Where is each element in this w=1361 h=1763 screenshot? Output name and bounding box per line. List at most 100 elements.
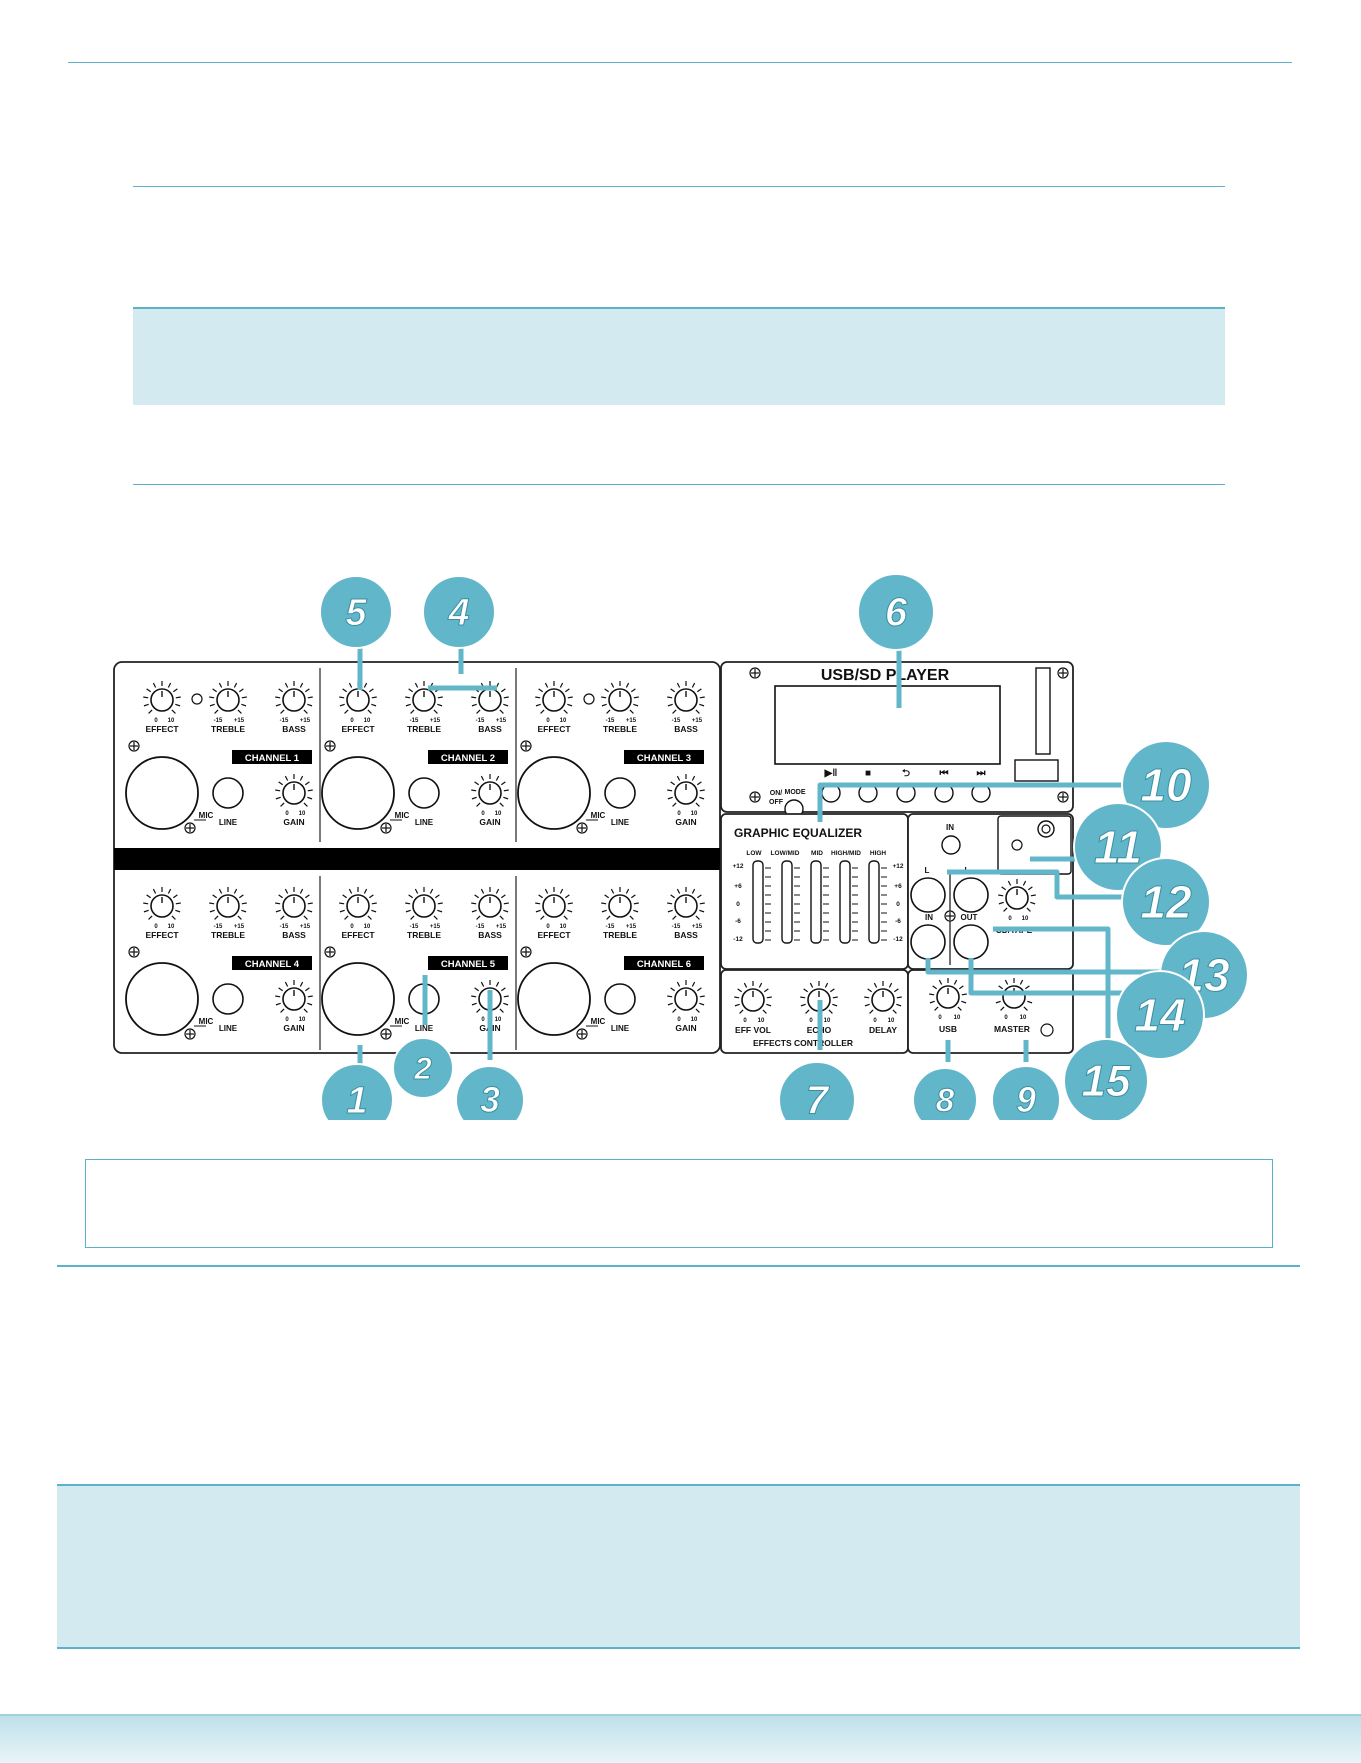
knob-tick (307, 995, 313, 998)
effect-knob[interactable] (339, 887, 377, 920)
effect-knob-body (150, 688, 174, 712)
treble-knob[interactable] (405, 887, 443, 920)
bass-knob[interactable] (471, 887, 509, 920)
eq-slider-2[interactable] (781, 860, 793, 944)
eq-slider-1[interactable] (752, 860, 764, 944)
rca-out-r[interactable] (953, 924, 989, 960)
knob-tick (564, 688, 570, 693)
treble-knob-body (412, 688, 436, 712)
scale-label: 0 (285, 1017, 289, 1023)
knob-tick (743, 982, 748, 988)
knob-tick (559, 888, 564, 894)
knob-tick (1007, 880, 1012, 886)
knob-tick (633, 902, 639, 905)
callout-6: 6 (857, 573, 935, 651)
l-label: L (925, 866, 930, 875)
rca-in-r[interactable] (910, 924, 946, 960)
effect-knob[interactable] (339, 681, 377, 714)
knob-tick (474, 894, 480, 899)
screw-icon (520, 740, 532, 752)
treble-knob[interactable] (209, 887, 247, 920)
knob-tick (146, 688, 152, 693)
scale-label: 0 (938, 1015, 942, 1021)
knob-tick (604, 688, 610, 693)
effect-knob[interactable] (143, 887, 181, 920)
screw-icon (944, 910, 956, 922)
eff-vol-knob-body (741, 988, 765, 1012)
eq-band-label: MID (811, 850, 823, 857)
gain-knob[interactable] (275, 774, 313, 807)
knob-tick (275, 902, 281, 905)
bass-knob[interactable] (471, 681, 509, 714)
callout-bubble (912, 1067, 978, 1120)
delay-knob-body (871, 988, 895, 1012)
knob-tick (695, 915, 700, 920)
treble-knob[interactable] (405, 681, 443, 714)
gain-knob[interactable] (667, 774, 705, 807)
scale-label: 10 (168, 718, 175, 724)
knob-tick (175, 703, 181, 707)
knob-tick (175, 696, 181, 699)
treble-knob[interactable] (601, 681, 639, 714)
gain-knob[interactable] (471, 774, 509, 807)
effect-knob[interactable] (143, 681, 181, 714)
scale-label: 10 (691, 1017, 698, 1023)
callout-bubble (1121, 857, 1211, 947)
knob-tick (832, 1003, 838, 1007)
knob-tick (535, 902, 541, 905)
gain-knob[interactable] (667, 980, 705, 1013)
effect-knob-body (542, 894, 566, 918)
play-pause-icon: ▶‖ (824, 768, 838, 779)
leader-11-12 (947, 869, 1132, 900)
usb-volume-knob[interactable] (929, 978, 967, 1011)
in-jack[interactable] (941, 835, 961, 855)
delay-knob[interactable] (864, 981, 902, 1014)
knob-tick (433, 915, 438, 920)
gain-knob[interactable] (275, 980, 313, 1013)
knob-tick (471, 995, 477, 998)
eq-band-label: LOW (746, 850, 762, 857)
knob-tick (667, 1002, 673, 1006)
knob-tick (143, 696, 149, 699)
previous-icon: ⏮ (940, 768, 949, 779)
cd-tape-knob[interactable] (998, 879, 1036, 912)
next-icon: ⏭ (977, 768, 986, 779)
bass-knob[interactable] (667, 681, 705, 714)
effect-label: EFFECT (145, 724, 179, 734)
bass-knob[interactable] (667, 887, 705, 920)
bass-knob[interactable] (275, 681, 313, 714)
knob-tick (832, 996, 838, 999)
eq-scale-label: +12 (892, 863, 903, 870)
scale-label: -15 (476, 924, 485, 930)
knob-tick (696, 894, 702, 899)
rca-in-l[interactable] (910, 877, 946, 913)
treble-knob[interactable] (601, 887, 639, 920)
knob-tick (476, 915, 481, 920)
callout-number: 12 (1140, 876, 1192, 928)
knob-tick (672, 709, 677, 714)
knob-tick (670, 894, 676, 899)
effect-knob[interactable] (535, 887, 573, 920)
treble-knob[interactable] (209, 681, 247, 714)
scale-label: 10 (364, 924, 371, 930)
bass-knob[interactable] (275, 887, 313, 920)
rca-out-l[interactable] (953, 877, 989, 913)
effect-knob[interactable] (535, 681, 573, 714)
knob-tick (805, 1009, 810, 1014)
scale-label: +15 (234, 718, 245, 724)
knob-tick (544, 888, 549, 894)
knob-tick (961, 1000, 967, 1004)
eq-slider-4[interactable] (839, 860, 851, 944)
knob-tick (368, 894, 374, 899)
eq-slider-3[interactable] (810, 860, 822, 944)
knob-tick (734, 1003, 740, 1007)
knob-tick (233, 682, 238, 688)
eff-vol-knob[interactable] (734, 981, 772, 1014)
knob-tick (342, 894, 348, 899)
eq-slider-5[interactable] (868, 860, 880, 944)
scale-label: 10 (691, 811, 698, 817)
line-jack (604, 983, 636, 1015)
